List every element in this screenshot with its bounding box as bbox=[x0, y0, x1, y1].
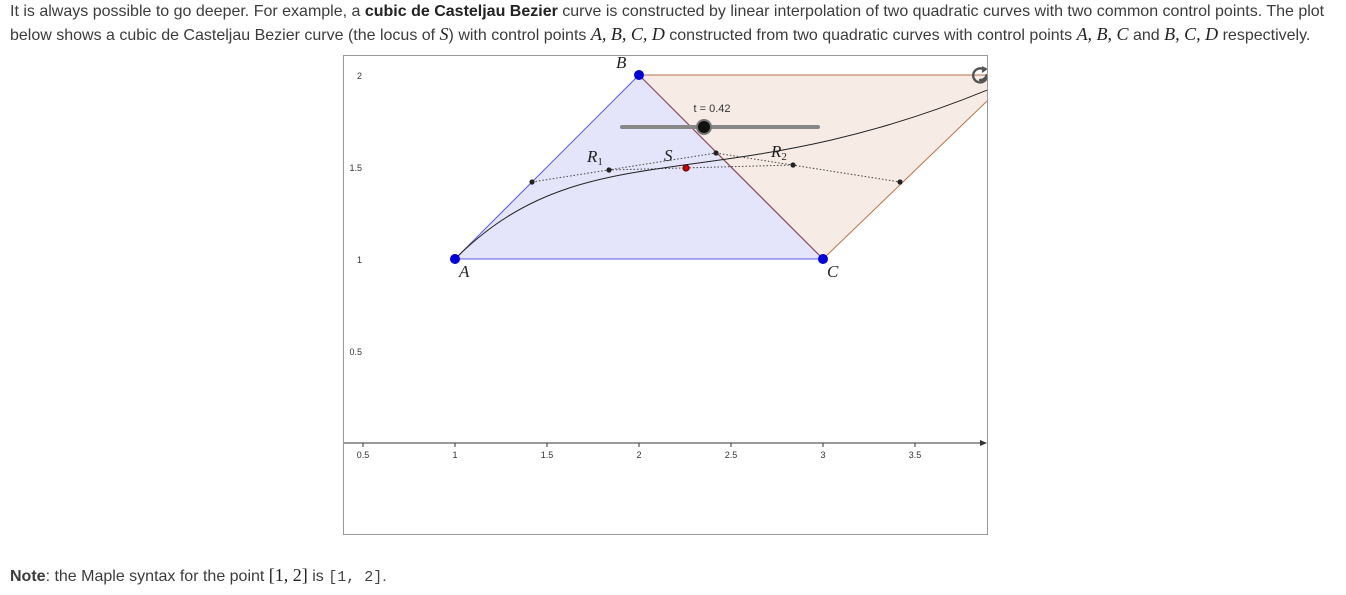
y-tick-1-5: 1.5 bbox=[349, 163, 362, 173]
intro-paragraph: It is always possible to go deeper. For … bbox=[10, 1, 1344, 47]
x-tick-1-5: 1.5 bbox=[541, 450, 554, 460]
bezier-curve bbox=[454, 89, 987, 260]
x-tick-2: 2 bbox=[636, 450, 641, 460]
y-tick-0-5: 0.5 bbox=[349, 347, 362, 357]
plot-canvas: 0.5 1 1.5 2 2.5 3 3.5 2 1.5 1 0.5 A B C … bbox=[344, 56, 987, 460]
label-r1: R1 bbox=[586, 147, 603, 168]
slider-label: t = 0.42 bbox=[693, 103, 730, 115]
edge-cd bbox=[822, 100, 987, 260]
edge-bc bbox=[638, 74, 824, 260]
line-q1-q2 bbox=[531, 152, 717, 183]
intro-text-3: ) with control points bbox=[448, 27, 591, 44]
y-tick-2: 2 bbox=[357, 71, 362, 81]
point-q2[interactable] bbox=[713, 150, 719, 156]
note-is: is bbox=[307, 568, 329, 585]
label-r2: R2 bbox=[770, 142, 787, 163]
triangle-abc bbox=[455, 75, 823, 259]
intro-and: and bbox=[1128, 27, 1165, 44]
x-axis-arrow bbox=[980, 440, 987, 446]
note-label: Note bbox=[10, 568, 46, 585]
point-r2[interactable] bbox=[790, 162, 796, 168]
slider-thumb[interactable] bbox=[696, 119, 712, 135]
edge-ab bbox=[454, 74, 640, 260]
intro-text-2: curve is constructed by linear interpola… bbox=[10, 3, 1325, 44]
x-tick-marks bbox=[362, 443, 916, 447]
geometry-applet[interactable]: 0.5 1 1.5 2 2.5 3 3.5 2 1.5 1 0.5 A B C … bbox=[343, 55, 988, 535]
point-r1[interactable] bbox=[606, 167, 612, 173]
x-tick-0-5: 0.5 bbox=[357, 450, 370, 460]
note-text: : the Maple syntax for the point bbox=[45, 568, 269, 585]
y-tick-1: 1 bbox=[357, 255, 362, 265]
intro-text-4: constructed from two quadratic curves wi… bbox=[664, 27, 1077, 44]
note-code: [1, 2] bbox=[328, 569, 383, 586]
note-end: . bbox=[382, 568, 387, 585]
label-b: B bbox=[616, 56, 627, 72]
control-point-c[interactable] bbox=[818, 254, 828, 264]
intro-text-1: It is always possible to go deeper. For … bbox=[10, 3, 365, 20]
reset-icon[interactable] bbox=[972, 66, 987, 84]
intro-points-abc: A, B, C bbox=[1076, 24, 1129, 44]
line-q2-q3 bbox=[715, 152, 901, 183]
point-q1[interactable] bbox=[529, 179, 535, 185]
label-c: C bbox=[827, 262, 839, 281]
control-point-b[interactable] bbox=[634, 70, 644, 80]
x-tick-2-5: 2.5 bbox=[725, 450, 738, 460]
point-s[interactable] bbox=[682, 164, 690, 172]
x-tick-3-5: 3.5 bbox=[909, 450, 922, 460]
note-line: Note: the Maple syntax for the point [1,… bbox=[10, 565, 387, 586]
line-r1-r2 bbox=[608, 164, 794, 171]
point-q3[interactable] bbox=[897, 179, 903, 185]
intro-text-5: respectively. bbox=[1218, 27, 1311, 44]
label-s: S bbox=[664, 146, 673, 165]
x-tick-1: 1 bbox=[452, 450, 457, 460]
label-a: A bbox=[458, 262, 470, 281]
intro-points-abcd: A, B, C, D bbox=[590, 24, 665, 44]
intro-locus-symbol: S bbox=[439, 24, 449, 44]
intro-bold-term: cubic de Casteljau Bezier bbox=[364, 3, 558, 20]
control-point-a[interactable] bbox=[450, 254, 460, 264]
note-math-point: [1, 2] bbox=[268, 565, 308, 585]
intro-points-bcd: B, C, D bbox=[1164, 24, 1219, 44]
x-tick-3: 3 bbox=[820, 450, 825, 460]
